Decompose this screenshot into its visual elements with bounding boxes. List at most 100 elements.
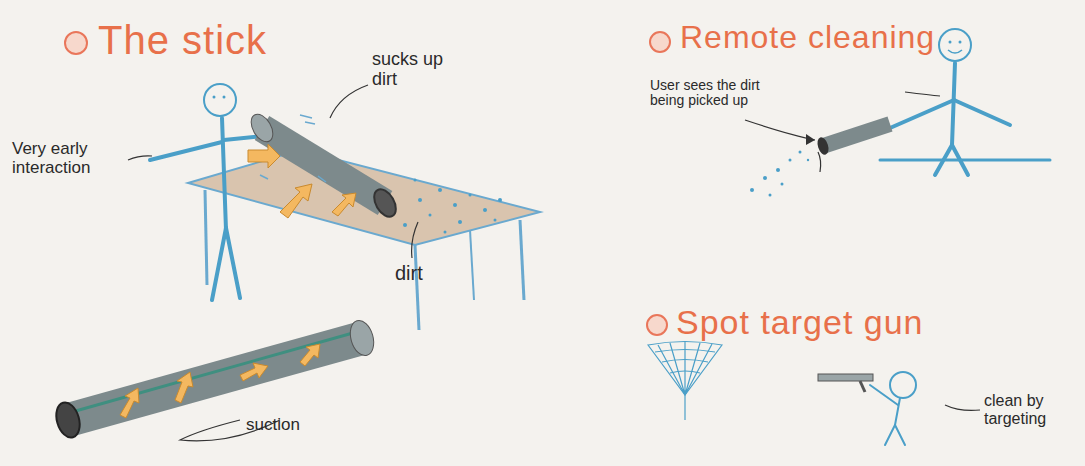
remote-dirt [807,159,809,161]
remote-dirt [789,159,792,162]
gun-figure [895,425,905,445]
suction-tube-detail [68,338,362,420]
spot-gun [818,374,873,392]
dirt-dots [403,179,502,234]
remote-figure [939,29,971,61]
table [205,190,207,285]
part-label: suction [246,416,300,435]
suction-arrows [248,144,280,168]
target-net [648,342,722,396]
leader-arrowheads [806,134,815,145]
leader-lines [905,92,940,96]
part-label: dirt [395,262,423,284]
suction-tube-detail [120,344,320,418]
remote-figure [952,63,955,145]
heading-bullets [65,32,670,335]
remote-dirt [763,176,767,180]
motion-lines [300,115,315,124]
stick-figure [212,228,226,300]
table [470,230,474,300]
remote-dirt [750,151,809,197]
suction-tube-detail [52,318,377,441]
remote-figure [890,100,954,128]
remote-dirt [799,151,802,154]
gun-figure [890,372,916,398]
suction-tube-detail [72,331,360,412]
dirt-dots [498,198,502,202]
remote-dirt [750,188,754,192]
leader-lines [330,85,368,118]
heading-bullets [65,32,87,54]
suction-tube-detail [346,318,377,359]
gun-figure [870,372,916,445]
target-net [684,395,685,420]
target-net [655,350,715,374]
callout-note: User sees the dirt being picked up [650,78,775,109]
remote-face [948,50,962,53]
dirt-dots [438,188,442,192]
suction-arrows [248,144,356,218]
section-heading: The stick [98,18,267,62]
leader-lines [945,405,980,410]
suction-stick [247,111,278,146]
spot-gun [860,381,865,392]
remote-tube [815,124,890,156]
suction-tube-detail [52,400,83,441]
dirt-dots [483,208,487,212]
section-heading: Spot target gun [676,304,924,341]
remote-face [959,41,962,44]
dirt-dots [403,223,407,227]
dirt-dots [458,220,462,224]
leader-arrowheads [806,134,815,145]
leader-lines [412,222,418,258]
stick-figure [226,228,240,298]
callout-note: clean by targeting [984,392,1078,427]
target-net [648,342,722,421]
suction-stick [262,128,385,203]
remote-dirt [781,183,784,186]
part-label: sucks up dirt [372,50,467,90]
dirt-dots [494,219,497,222]
suction-arrows [280,184,312,218]
remote-tube [823,124,890,146]
remote-figure [880,159,1050,162]
suction-tube-detail [175,372,193,403]
stick-figure [150,84,285,300]
leader-lines [818,152,821,172]
stick-figure [150,142,222,160]
remote-figure [954,100,1010,125]
suction-tube-detail [240,363,268,381]
remote-face [949,41,952,44]
heading-bullets [647,315,667,335]
dirt-dots [453,203,457,207]
suction-arrows [332,193,356,216]
face [223,96,226,99]
dirt-dots [444,231,447,234]
leader-lines [128,156,152,160]
dirt-dots [414,179,417,182]
leader-lines [128,85,980,441]
remote-face [948,41,962,54]
callout-note: Very early interaction [12,140,124,177]
face [213,96,216,99]
gun-figure [895,398,900,425]
remote-tube [815,136,830,156]
stick-figure [222,118,226,230]
remote-dirt [776,168,780,172]
gun-figure [885,425,895,445]
gun-figure [870,385,898,405]
dirt-dots [429,214,432,217]
motion-lines [260,175,326,182]
remote-dirt [769,194,772,197]
spot-gun [818,374,873,381]
suction-tube-detail [120,388,139,418]
table [520,220,524,300]
face [213,96,226,99]
table [415,245,419,330]
stick-figure [204,84,236,116]
section-heading: Remote cleaning [680,20,935,55]
dirt-dots [469,194,472,197]
suction-stick [247,111,401,221]
suction-stick [370,186,401,221]
